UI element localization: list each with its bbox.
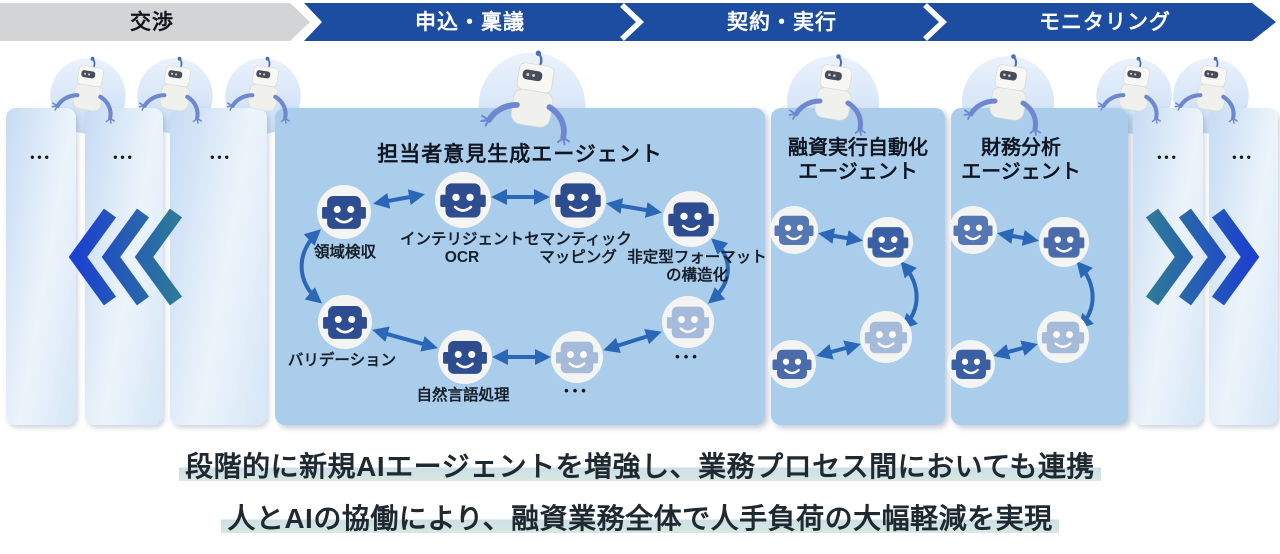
robot-mascot: [1170, 55, 1252, 137]
phase-panel-left-3: [170, 108, 267, 425]
stage-label-contract: 契約・実行: [726, 10, 837, 34]
agent-label-future-1: •••: [564, 383, 590, 398]
agent-face-nlp: [438, 330, 492, 384]
robot-mascot: [783, 52, 883, 152]
robot-mascot: [1093, 55, 1175, 137]
stage-negotiation-chevron: [0, 3, 310, 41]
summary-caption-line2: 人とAIの協働により、融資業務全体で人手負荷の大幅軽減を実現: [0, 493, 1280, 545]
summary-caption-line1: 段階的に新規AIエージェントを増強し、業務プロセス間においても連携: [0, 441, 1280, 493]
placeholder-dots: •••: [30, 150, 52, 164]
robot-mascot: [47, 55, 129, 137]
agent-label-future-2: •••: [675, 349, 701, 364]
agent-label-domain-inspection: 領域検収: [313, 244, 376, 261]
agent-face-semantic-mapping: [550, 172, 606, 228]
stage-separator-icon: [620, 3, 645, 41]
agent-face-loan-4: [768, 340, 816, 388]
opinion-agent-title: 担当者意見生成エージェント: [377, 143, 663, 166]
agent-face-intelligent-ocr: [435, 172, 491, 228]
agent-face-loan-1: [770, 206, 818, 254]
agent-label-intelligent-ocr: インテリジェント OCR: [399, 231, 524, 266]
process-bar: 交渉 申込・稟議 契約・実行 モニタリング: [0, 3, 1276, 41]
agent-face-loan-2: [863, 217, 913, 267]
agent-face-fin-3: [1037, 311, 1089, 363]
agent-face-fin-2: [1039, 217, 1089, 267]
placeholder-dots: •••: [1232, 150, 1254, 164]
agent-face-fin-4: [947, 340, 995, 388]
stage-label-application: 申込・稟議: [415, 10, 525, 34]
stage-separator-icon: [923, 3, 948, 41]
agent-face-loan-3: [860, 311, 912, 363]
stage-label-monitoring: モニタリング: [1039, 10, 1171, 34]
finance-analysis-title: 財務分析 エージェント: [961, 137, 1081, 183]
agent-face-validation: [318, 295, 372, 349]
placeholder-dots: •••: [1157, 150, 1179, 164]
placeholder-dots: •••: [210, 150, 232, 164]
stage-active-chevron: [304, 3, 1276, 41]
robot-mascot: [134, 55, 216, 137]
robot-mascot: [474, 48, 590, 164]
loan-execution-title: 融資実行自動化 エージェント: [788, 137, 928, 183]
phase-panel-left-1: [6, 108, 76, 425]
agent-label-semantic-mapping: セマンティック マッピング: [524, 231, 632, 266]
robot-mascot: [222, 55, 304, 137]
summary-caption: 段階的に新規AIエージェントを増強し、業務プロセス間においても連携 人とAIの協…: [0, 441, 1280, 545]
stage-label-negotiation: 交渉: [130, 10, 174, 34]
agent-face-domain-inspection: [317, 185, 371, 239]
agent-face-fin-1: [949, 206, 997, 254]
agent-label-validation: バリデーション: [287, 352, 397, 369]
placeholder-dots: •••: [113, 150, 135, 164]
agent-face-future-2: [662, 296, 714, 348]
robot-mascot: [958, 52, 1058, 152]
opinion-agent-panel: [275, 108, 765, 425]
agent-label-unstructured-format: 非定型フォーマット の構造化: [627, 249, 767, 284]
agent-label-nlp: 自然言語処理: [416, 387, 510, 404]
agent-face-future-1: [551, 331, 603, 383]
agent-face-unstructured-format: [663, 191, 719, 247]
